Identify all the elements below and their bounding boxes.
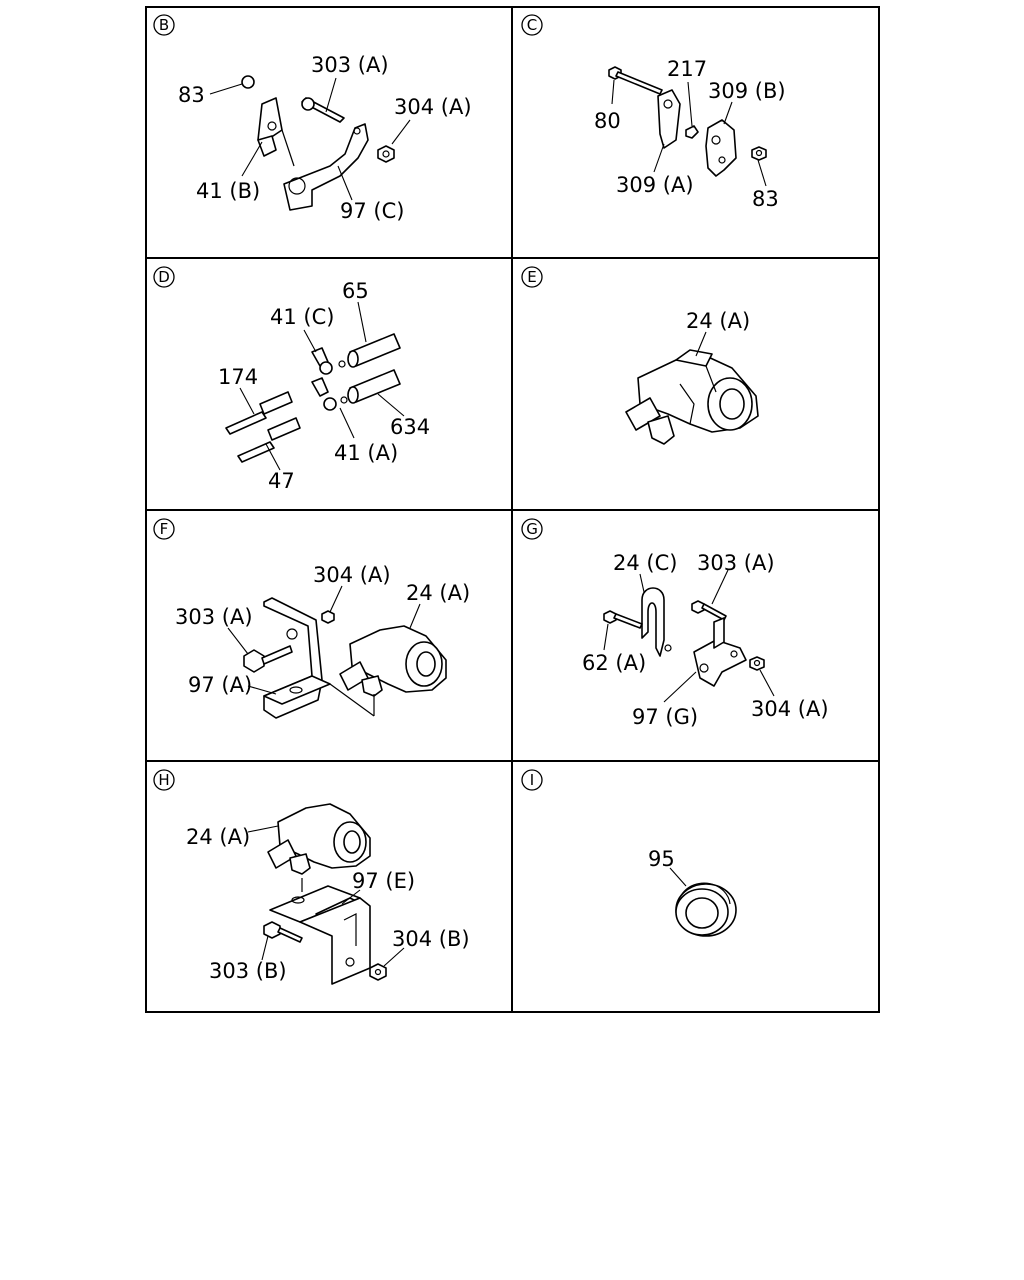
panel-e: E 24 (A) [521, 266, 759, 445]
callout-303-b: 303 (B) [209, 959, 287, 983]
panel-grid [145, 6, 880, 1013]
panel-letter: D [158, 268, 170, 286]
panel-f: F 304 (A) 24 (A) 303 (A) 97 (A) [153, 518, 470, 719]
leader-lines [227, 585, 421, 695]
callout-24-c: 24 (C) [613, 551, 677, 575]
callout-97-c: 97 (C) [340, 199, 404, 223]
callout-41-b: 41 (B) [196, 179, 260, 203]
callout-97-a: 97 (A) [188, 673, 252, 697]
callout-24-a: 24 (A) [406, 581, 470, 605]
panel-h: H 24 (A) 97 (E) 304 (B) [153, 769, 470, 985]
sensor-assembly-drawing [625, 349, 759, 445]
callout-303-a: 303 (A) [311, 53, 389, 77]
callout-80: 80 [594, 109, 621, 133]
panel-i: I 95 [521, 769, 737, 937]
panel-g: G 24 (C) 303 (A) 62 (A) 97 (G) 304 (A) [521, 518, 829, 729]
leader-lines [603, 569, 775, 703]
hose-drawing [225, 333, 401, 463]
callout-304-a: 304 (A) [394, 95, 472, 119]
callout-62-a: 62 (A) [582, 651, 646, 675]
sensor-bracket-drawing [263, 803, 387, 985]
callout-304-a: 304 (A) [313, 563, 391, 587]
leader-line [695, 331, 707, 357]
callout-47: 47 [268, 469, 295, 493]
callout-309-b: 309 (B) [708, 79, 786, 103]
callout-65: 65 [342, 279, 369, 303]
callout-97-g: 97 (G) [632, 705, 698, 729]
callout-41-a: 41 (A) [334, 441, 398, 465]
callout-634: 634 [390, 415, 430, 439]
callout-97-e: 97 (E) [352, 869, 415, 893]
leader-lines [239, 301, 405, 471]
callout-304-a: 304 (A) [751, 697, 829, 721]
leader-lines [247, 825, 405, 967]
panel-letter: F [160, 520, 169, 538]
panel-letter: H [158, 771, 169, 789]
callout-309-a: 309 (A) [616, 173, 694, 197]
callout-24-a: 24 (A) [686, 309, 750, 333]
leader-lines [611, 79, 767, 187]
callout-83: 83 [752, 187, 779, 211]
clip-drawing [608, 66, 767, 177]
bracket-and-sensor-drawing [243, 597, 447, 719]
callout-83: 83 [178, 83, 205, 107]
callout-217: 217 [667, 57, 707, 81]
panel-letter: B [159, 16, 169, 34]
panel-letter: E [527, 268, 536, 286]
grommet-drawing [675, 882, 737, 937]
callout-95: 95 [648, 847, 675, 871]
clamp-drawing [603, 587, 765, 687]
callout-303-a: 303 (A) [697, 551, 775, 575]
callout-24-a: 24 (A) [186, 825, 250, 849]
panel-c: C 80 217 309 (B) 309 (A) 83 [521, 14, 786, 211]
callout-303-a: 303 (A) [175, 605, 253, 629]
leader-line [669, 867, 687, 887]
bracket-drawing [241, 75, 395, 211]
callout-41-c: 41 (C) [270, 305, 334, 329]
panel-d: D 65 41 (C) 174 634 [153, 266, 430, 493]
panel-b: B 83 303 (A) 304 (A) 41 (B) 97 (C) [153, 14, 472, 223]
callout-304-b: 304 (B) [392, 927, 470, 951]
leader-lines [209, 77, 411, 201]
panel-letter: C [527, 16, 537, 34]
panel-letter: I [530, 771, 534, 789]
panel-letter: G [526, 520, 538, 538]
callout-174: 174 [218, 365, 258, 389]
